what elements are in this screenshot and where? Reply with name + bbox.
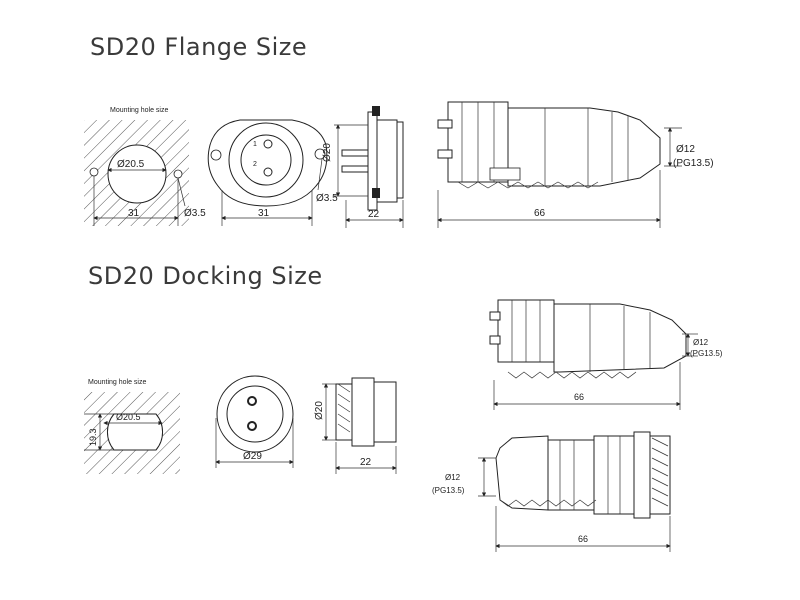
flange-front-width: 31 (258, 208, 270, 219)
flange-front-hole: Ø3.5 (316, 193, 338, 204)
flange-pin-1-label: 1 (253, 141, 257, 148)
docking-front-view: Ø29 (215, 375, 294, 468)
flange-mounting-hole-view: Mounting hole size Ø20.5 31 Ø3.5 (84, 107, 206, 226)
docking-plug-top-cable: Ø12 (693, 338, 709, 347)
flange-mounting-width: 31 (128, 208, 140, 219)
docking-plug-bottom-view: Ø12 (PG13.5) 66 (432, 431, 671, 552)
flange-side-length: 22 (368, 209, 380, 220)
flange-plug-length: 66 (534, 208, 546, 219)
flange-mounting-diameter: Ø20.5 (117, 159, 145, 170)
docking-front-diameter: Ø29 (243, 451, 262, 462)
flange-pin-2-label: 2 (253, 161, 257, 168)
flange-mounting-hole: Ø3.5 (184, 208, 206, 219)
docking-section-title: SD20 Docking Size (88, 262, 323, 290)
docking-mounting-diameter: Ø20.5 (116, 412, 141, 422)
flange-front-view: 1 2 31 Ø3.5 (207, 119, 338, 226)
docking-plug-top-thread: (PG13.5) (690, 349, 723, 358)
flange-plug-view: Ø12 (PG13.5) 66 (437, 101, 714, 228)
flange-plug-thread: (PG13.5) (673, 158, 714, 169)
flange-mounting-label: Mounting hole size (110, 107, 168, 114)
flange-plug-cable: Ø12 (676, 144, 695, 155)
docking-mounting-height: 19.3 (88, 428, 98, 446)
docking-side-length: 22 (360, 457, 372, 468)
flange-side-view: Ø20 22 (322, 106, 404, 228)
flange-section-title: SD20 Flange Size (90, 33, 308, 61)
docking-plug-bottom-length: 66 (578, 534, 588, 544)
docking-plug-top-view: Ø12 (PG13.5) 66 (489, 299, 723, 410)
docking-plug-top-length: 66 (574, 392, 584, 402)
docking-mounting-hole-view: Mounting hole size Ø20.5 19.3 (84, 379, 180, 474)
docking-mounting-label: Mounting hole size (88, 379, 146, 386)
docking-plug-bottom-cable: Ø12 (445, 473, 461, 482)
docking-plug-bottom-thread: (PG13.5) (432, 486, 465, 495)
docking-side-view: Ø20 22 (314, 377, 397, 474)
docking-side-diameter: Ø20 (314, 401, 325, 420)
flange-side-diameter: Ø20 (322, 143, 333, 162)
